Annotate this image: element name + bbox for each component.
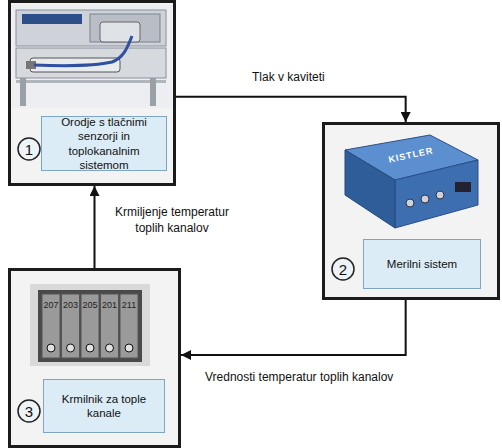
name-plate [22, 14, 82, 24]
callout-outline [18, 138, 40, 160]
caption-box: Krmilnik za tople kanale [43, 379, 165, 433]
caption-box: Orodje s tlačnimi senzorji in toplokanal… [41, 116, 167, 171]
edge-label: Vrednosti temperatur toplih kanalov [205, 370, 495, 386]
base-rail [16, 80, 166, 83]
box-label: Orodje s tlačnimi senzorji in toplokanal… [45, 115, 163, 173]
controller-module [101, 294, 119, 358]
device-top-face [345, 135, 478, 180]
device-connector [436, 191, 444, 199]
module-knob [67, 344, 75, 352]
controller-illustration [30, 284, 150, 366]
module-knob [125, 344, 133, 352]
callout-holder: 3 [17, 399, 41, 423]
module-knob [86, 344, 94, 352]
flow-arrow [94, 186, 96, 268]
measuring-panel: Merilni sistem 2 [322, 122, 500, 300]
controller-panel: Krmilnik za tople kanale 3 [8, 268, 181, 448]
support-leg [150, 78, 156, 106]
device-connector [421, 195, 429, 203]
tool-panel: Orodje s tlačnimi senzorji in toplokanal… [8, 0, 176, 186]
edge-label: Krmiljenje temperatur toplih kanalov [108, 205, 236, 236]
edge-label: Tlak v kaviteti [252, 70, 382, 86]
flow-arrow [181, 300, 406, 355]
callout-number: 2 [331, 257, 355, 281]
controller-module [81, 294, 99, 358]
callout-number: 1 [25, 142, 33, 157]
callout-outline [18, 400, 40, 422]
controller-module [62, 294, 80, 358]
photo-background [12, 5, 172, 108]
device-side-face [345, 150, 395, 228]
measuring-device-illustration [345, 135, 478, 228]
controller-module [42, 294, 60, 358]
support-leg [20, 78, 26, 106]
controller-module [120, 294, 138, 358]
lower-plate [16, 48, 166, 78]
box-label: Merilni sistem [387, 257, 457, 271]
device-front-face [395, 160, 478, 228]
callout-holder: 1 [17, 137, 41, 161]
caption-box: Merilni sistem [363, 239, 481, 289]
callout-number: 1 [17, 137, 41, 161]
pressure-sensor [26, 61, 36, 69]
controller-rack [38, 290, 142, 362]
box-label: Krmilnik za tople kanale [47, 392, 161, 421]
callout-number: 2 [339, 262, 347, 277]
photo-background [30, 284, 150, 366]
hot-runner-block [90, 14, 160, 42]
callout-holder: 2 [331, 257, 355, 281]
module-knob [106, 344, 114, 352]
callout-number: 3 [25, 404, 33, 419]
flow-arrow [176, 97, 406, 122]
callout-number: 3 [17, 399, 41, 423]
module-knob [47, 344, 55, 352]
upper-plate [16, 10, 166, 46]
sensor-carrier [30, 58, 120, 72]
sensor-cable [34, 36, 132, 66]
nozzle-cylinder [100, 22, 140, 42]
device-port [455, 182, 471, 192]
device-connector [406, 199, 414, 207]
callout-outline [332, 258, 354, 280]
mould-tool-illustration [12, 5, 172, 108]
